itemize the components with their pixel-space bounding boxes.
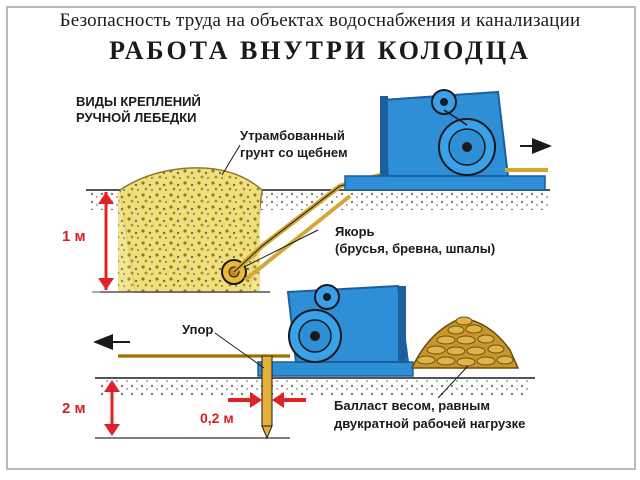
top-winch	[344, 89, 548, 191]
ballast-label-line1: Балласт весом, равным	[334, 398, 490, 413]
stop-stake	[261, 355, 273, 440]
anchor-depth-label: 1 м	[62, 228, 86, 245]
ballast-pile	[410, 316, 520, 369]
stop-width-dimension	[228, 392, 306, 408]
winch-mounting-heading-line1: ВИДЫ КРЕПЛЕНИЙ	[76, 94, 201, 109]
poster-title: Безопасность труда на объектах водоснабж…	[59, 10, 581, 31]
anchor-leader-line	[245, 229, 319, 267]
anchor-depth-dimension	[92, 189, 120, 293]
stop-depth-dimension	[100, 377, 120, 436]
ballast-leader-line	[437, 365, 469, 399]
poster-subtitle: РАБОТА ВНУТРИ КОЛОДЦА	[109, 36, 531, 65]
anchor-label-line1: Якорь	[335, 224, 375, 239]
stop-label: Упор	[182, 322, 214, 337]
stop-width-label: 0,2 м	[200, 410, 234, 426]
ballast-label-line2: двукратной рабочей нагрузке	[334, 416, 526, 431]
compacted-soil-trench	[100, 167, 270, 293]
compacted-soil-label-line1: Утрамбованный	[240, 128, 345, 143]
bottom-ground	[95, 377, 535, 439]
anchor-label-line2: (брусья, бревна, шпалы)	[335, 241, 496, 256]
stop-leader-line	[214, 332, 265, 369]
compacted-soil-label-line2: грунт со щебнем	[240, 145, 348, 160]
soil-leader-line	[221, 144, 241, 176]
winch-mounting-heading-line2: РУЧНОЙ ЛЕБЕДКИ	[76, 110, 197, 125]
bottom-winch	[257, 284, 414, 377]
stop-depth-label: 2 м	[62, 400, 86, 417]
